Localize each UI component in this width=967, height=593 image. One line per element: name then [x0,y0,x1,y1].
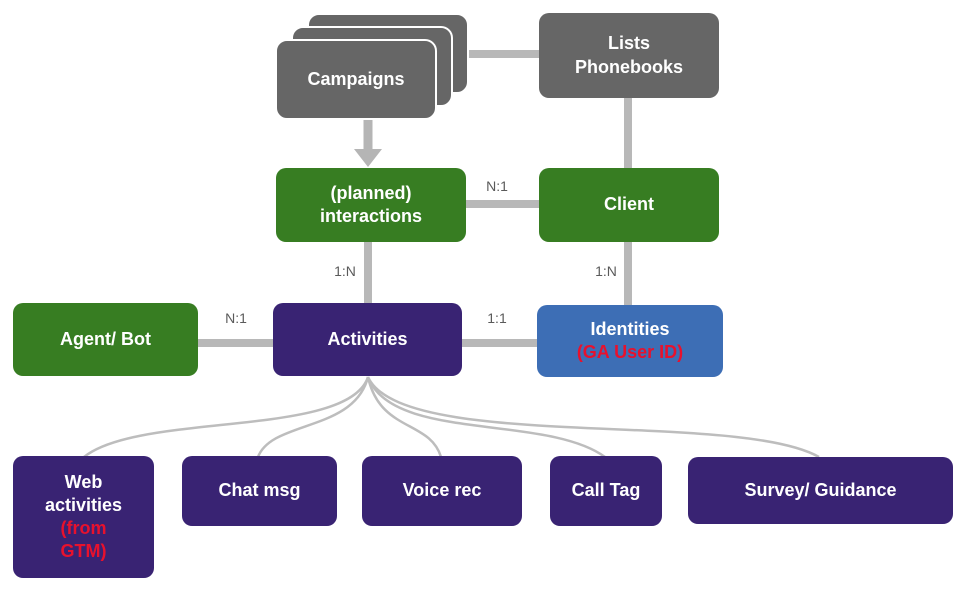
node-agent-bot-label: Agent/ Bot [60,328,151,349]
node-planned-interactions: (planned) interactions [276,168,466,242]
node-client-label: Client [603,194,654,215]
node-identities: Identities (GA User ID) [537,305,723,377]
node-web-line2: activities [44,494,123,515]
edge-label-planned-client: N:1 [486,178,508,194]
node-web-line1: Web [64,471,103,492]
node-activities-label: Activities [327,328,408,349]
node-lists-line2: Phonebooks [574,56,683,77]
node-identities-title: Identities [590,318,670,339]
node-campaigns: Campaigns [275,39,437,120]
node-activities: Activities [273,303,462,376]
node-planned-line2: interactions [319,206,423,226]
node-voice-rec-label: Voice rec [402,480,482,501]
node-lists-phonebooks: Lists Phonebooks [539,13,719,98]
curve-activities-web [83,376,370,458]
node-chat-msg-label: Chat msg [218,480,301,501]
node-survey-guidance: Survey/ Guidance [688,457,953,524]
curve-activities-chat [256,376,370,458]
edge-label-activities-identities: 1:1 [487,310,507,326]
node-identities-subtitle: (GA User ID) [576,342,684,362]
node-survey-guidance-label: Survey/ Guidance [744,479,897,500]
node-voice-rec: Voice rec [362,456,522,526]
curve-activities-calltag [366,376,606,459]
node-agent-bot: Agent/ Bot [13,303,198,376]
node-web-line4: GTM) [60,541,107,562]
node-web-line3: (from [60,518,107,538]
node-lists-line1: Lists [607,33,650,54]
node-web-activities: Web activities (from GTM) [13,456,154,578]
node-call-tag: Call Tag [550,456,662,526]
curve-activities-voice [366,376,443,458]
node-planned-line1: (planned) [330,182,412,203]
node-chat-msg: Chat msg [182,456,337,526]
node-call-tag-label: Call Tag [571,480,641,501]
edge-label-agent-activities: N:1 [225,310,247,326]
edge-label-planned-activities: 1:N [334,263,356,279]
curve-activities-survey [366,376,820,459]
node-campaigns-label: Campaigns [307,68,405,89]
node-client: Client [539,168,719,242]
arrow-down-icon [354,149,382,167]
edge-label-client-identities: 1:N [595,263,617,279]
